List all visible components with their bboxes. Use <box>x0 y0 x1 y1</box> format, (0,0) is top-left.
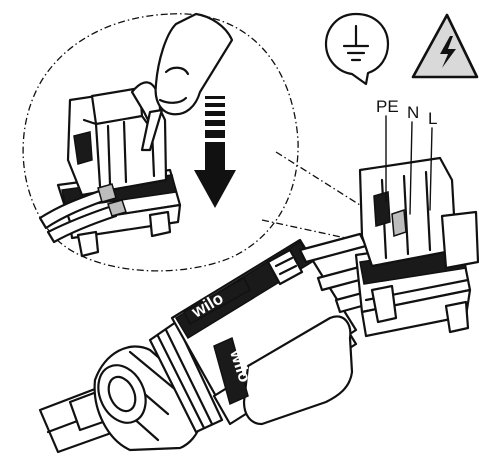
press-down-arrow-icon <box>194 96 236 208</box>
connector-housing <box>148 238 358 434</box>
terminal-label-pe: PE <box>376 97 399 203</box>
detail-magnifier-circle <box>22 13 361 272</box>
svg-text:PE: PE <box>376 97 399 116</box>
detail-terminal-block <box>38 81 182 258</box>
electrical-hazard-warning-icon <box>411 13 479 79</box>
terminal-label-n: N <box>407 103 419 215</box>
terminal-block-main <box>354 156 479 338</box>
ground-symbol-icon <box>324 12 390 86</box>
svg-text:N: N <box>407 103 419 122</box>
screwdriver-tool <box>140 108 164 152</box>
svg-text:L: L <box>428 109 437 128</box>
finger-icon <box>154 12 234 116</box>
terminal-label-l: L <box>428 109 437 211</box>
